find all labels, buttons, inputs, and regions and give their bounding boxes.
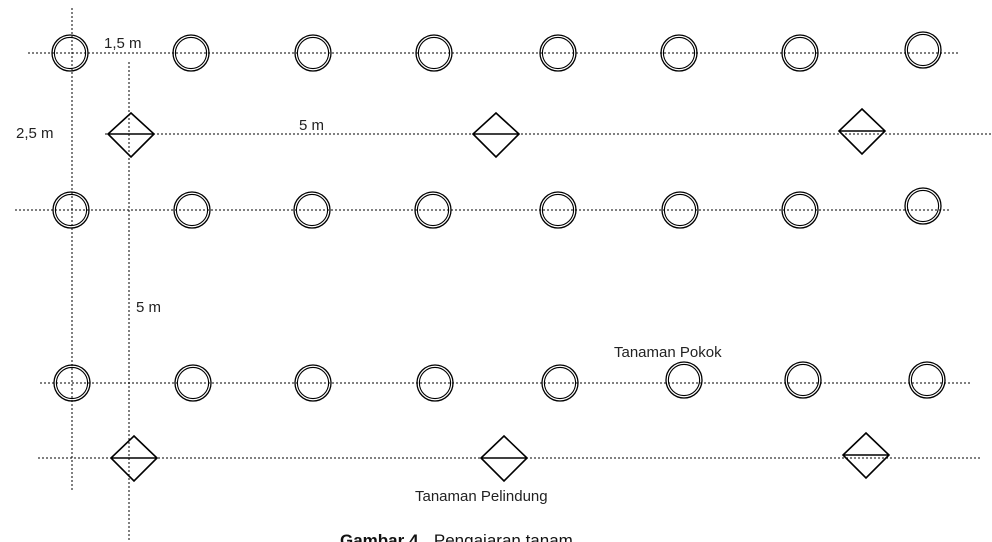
pokok-row-3 xyxy=(53,361,946,402)
tanaman-pokok-marker xyxy=(53,364,91,402)
tanaman-pokok-marker xyxy=(172,34,210,72)
spacing-label-2-5m: 2,5 m xyxy=(16,125,54,142)
tanaman-pokok-marker xyxy=(781,191,819,229)
pelindung-row-1 xyxy=(106,107,887,159)
tanaman-pokok-marker xyxy=(665,361,703,399)
tanaman-pelindung-marker xyxy=(841,431,891,480)
tanaman-pelindung-marker xyxy=(471,111,521,159)
tanaman-pokok-marker xyxy=(294,34,332,72)
tanaman-pokok-marker xyxy=(52,191,90,229)
tanaman-pokok-marker xyxy=(661,191,699,229)
tanaman-pokok-marker xyxy=(904,187,942,225)
pokok-row-2 xyxy=(52,187,942,229)
legend-tanaman-pokok: Tanaman Pokok xyxy=(614,344,722,361)
tanaman-pokok-marker xyxy=(781,34,819,72)
legend-tanaman-pelindung: Tanaman Pelindung xyxy=(415,488,548,505)
tanaman-pokok-marker xyxy=(784,361,822,399)
tanaman-pokok-marker xyxy=(539,191,577,229)
tanaman-pokok-marker xyxy=(908,361,946,399)
tanaman-pokok-marker xyxy=(51,34,89,72)
pelindung-row-2 xyxy=(109,431,891,483)
tanaman-pokok-marker xyxy=(414,191,452,229)
figure-caption: Gambar 4. Pengajaran tanam xyxy=(340,531,573,542)
spacing-label-1-5m: 1,5 m xyxy=(104,35,142,52)
tanaman-pokok-marker xyxy=(539,34,577,72)
tanaman-pokok-marker xyxy=(416,364,454,402)
spacing-label-5m-horizontal: 5 m xyxy=(299,117,324,134)
guide-lines xyxy=(15,8,992,542)
tanaman-pelindung-marker xyxy=(109,434,159,483)
tanaman-pokok-marker xyxy=(541,364,579,402)
tanaman-pelindung-marker xyxy=(837,107,887,156)
tanaman-pokok-marker xyxy=(174,364,212,402)
pokok-row-1 xyxy=(51,31,942,72)
tanaman-pokok-marker xyxy=(660,34,698,72)
tanaman-pokok-marker xyxy=(415,34,453,72)
tanaman-pokok-marker xyxy=(293,191,331,229)
caption-label: Gambar 4. xyxy=(340,531,423,542)
spacing-label-5m-vertical: 5 m xyxy=(136,299,161,316)
caption-text: Pengajaran tanam xyxy=(434,531,573,542)
tanaman-pokok-marker xyxy=(173,191,211,229)
tanaman-pelindung-marker xyxy=(106,111,156,159)
tanaman-pelindung-marker xyxy=(479,434,529,483)
tanaman-pokok-marker xyxy=(294,364,332,402)
tanaman-pokok-marker xyxy=(904,31,942,69)
